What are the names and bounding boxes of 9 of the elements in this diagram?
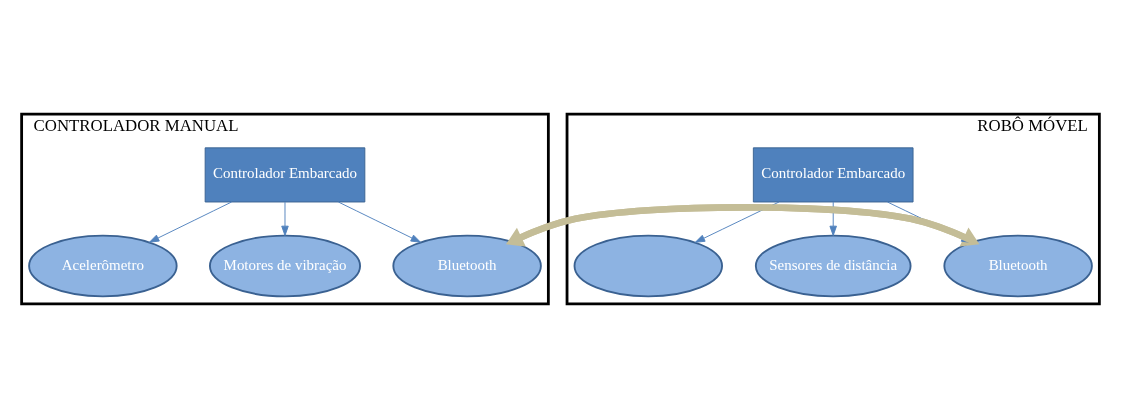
node-box: Controlador Embarcado — [752, 147, 914, 203]
arrow — [337, 201, 421, 243]
node-ellipse: Motores de vibração — [209, 234, 361, 298]
node-ellipse: Sensores de distância — [754, 234, 912, 298]
arrow — [281, 201, 289, 236]
arrow — [149, 201, 233, 243]
arrow — [829, 201, 837, 236]
node-box: Controlador Embarcado — [204, 147, 366, 203]
arrow — [694, 201, 780, 243]
